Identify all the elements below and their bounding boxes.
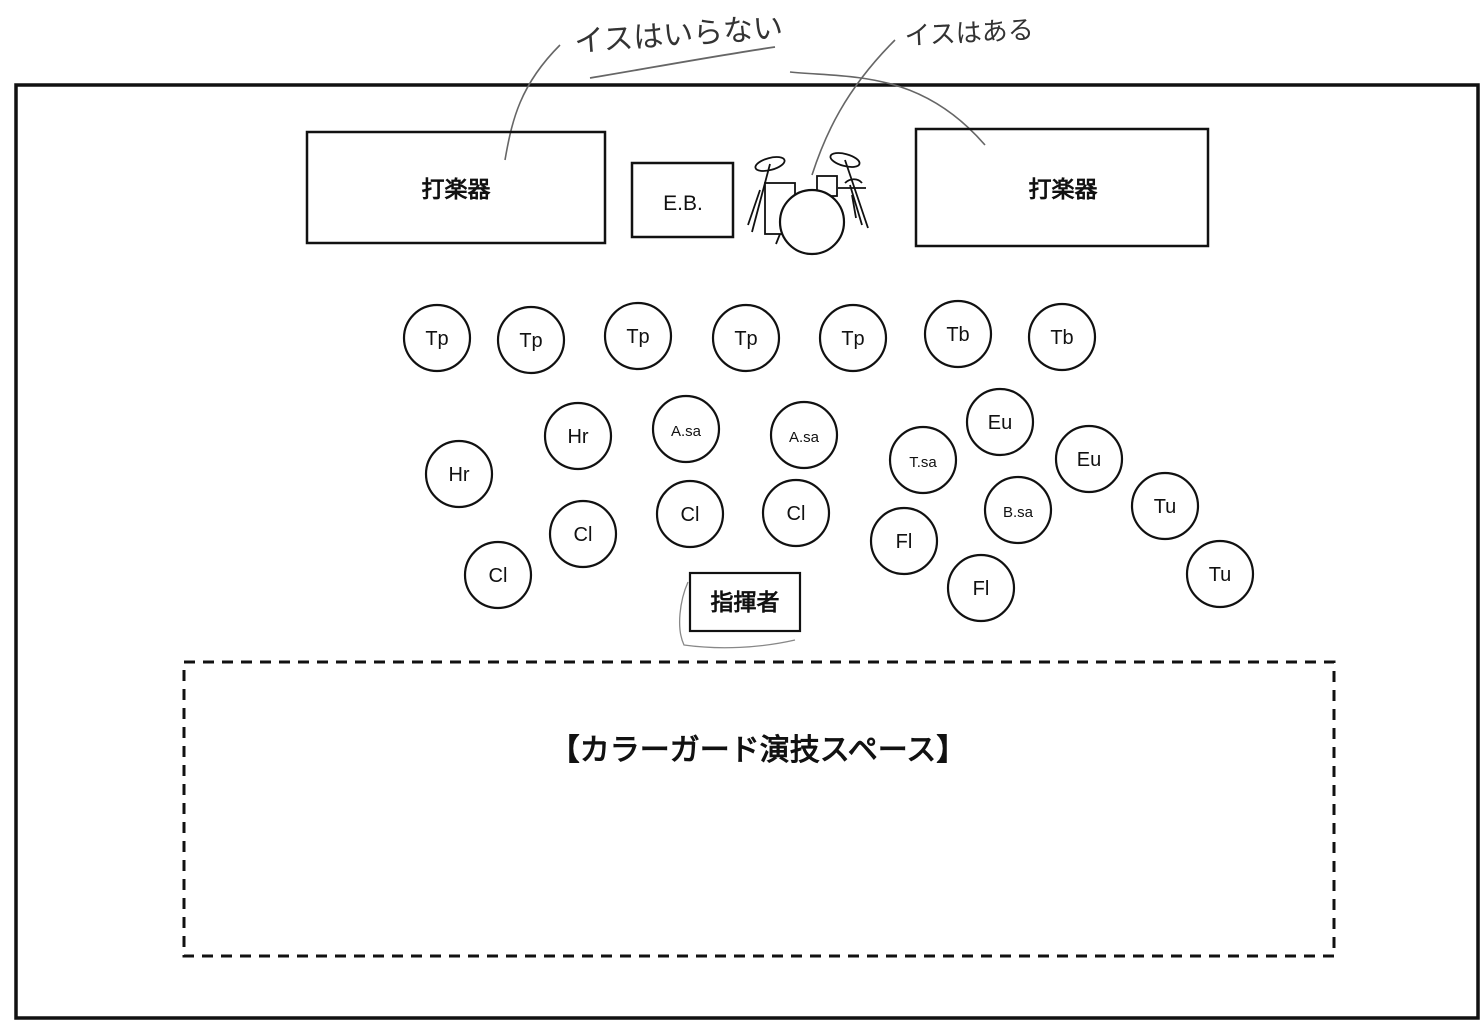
seat-tb: Tb <box>923 299 993 369</box>
note-no-chairs: イスはいらない <box>573 10 784 60</box>
seat-label: Tp <box>425 328 448 350</box>
seat-circle <box>402 303 472 373</box>
seat-circle <box>761 478 831 548</box>
seat-circle <box>888 425 958 495</box>
seat-label: Hr <box>448 464 469 486</box>
percussion-right-label: 打楽器 <box>1029 176 1099 203</box>
electric-bass-box <box>630 161 735 239</box>
conductor-box <box>688 571 802 633</box>
seat-fl: Fl <box>869 506 939 576</box>
seat-eu: Eu <box>965 387 1035 457</box>
seat-eu: Eu <box>1054 424 1124 494</box>
color-guard-space-label: 【カラーガード演技スペース】 <box>550 733 966 768</box>
hall-outline <box>14 83 1480 1020</box>
seat-label: Fl <box>973 578 990 600</box>
seat-label: Tp <box>519 330 542 352</box>
seat-tp: Tp <box>603 301 673 371</box>
drum-kit-icon <box>747 152 869 256</box>
seat-label: Cl <box>787 503 806 525</box>
seat-circle <box>923 299 993 369</box>
seat-tp: Tp <box>711 303 781 373</box>
seat-circle <box>651 394 721 464</box>
seat-label: Hr <box>567 426 588 448</box>
seat-fl: Fl <box>946 553 1016 623</box>
seat-label: Tu <box>1209 564 1232 586</box>
seat-label: Tp <box>841 328 864 350</box>
seat-label: Tp <box>734 328 757 350</box>
seat-hr: Hr <box>424 439 494 509</box>
seat-label: A.sa <box>671 423 702 440</box>
percussion-right-box <box>914 127 1210 248</box>
seat-circle <box>1185 539 1255 609</box>
seat-label: Tp <box>626 326 649 348</box>
seat-tp: Tp <box>496 305 566 375</box>
conductor-scribble <box>679 581 796 649</box>
seat-label: Eu <box>988 412 1012 434</box>
seat-bsa: B.sa <box>983 475 1053 545</box>
seat-circle <box>463 540 533 610</box>
seat-circle <box>543 401 613 471</box>
seat-label: A.sa <box>789 429 820 446</box>
seat-circle <box>1027 302 1097 372</box>
seat-label: Fl <box>896 531 913 553</box>
seat-tp: Tp <box>402 303 472 373</box>
seat-tsa: T.sa <box>888 425 958 495</box>
seat-tp: Tp <box>818 303 888 373</box>
seat-circle <box>1130 471 1200 541</box>
percussion-left-box <box>305 130 607 245</box>
seat-tb: Tb <box>1027 302 1097 372</box>
seat-cl: Cl <box>761 478 831 548</box>
seat-cl: Cl <box>463 540 533 610</box>
seat-cl: Cl <box>655 479 725 549</box>
seat-circle <box>946 553 1016 623</box>
seat-circle <box>603 301 673 371</box>
seat-circle <box>496 305 566 375</box>
seat-circle <box>548 499 618 569</box>
seat-hr: Hr <box>543 401 613 471</box>
handwritten-notes: イスはいらない イスはある <box>504 10 1035 176</box>
seat-label: T.sa <box>909 454 937 471</box>
seat-label: Cl <box>574 524 593 546</box>
color-guard-space <box>182 660 1336 958</box>
seat-circle <box>711 303 781 373</box>
seat-tu: Tu <box>1185 539 1255 609</box>
seat-circle <box>655 479 725 549</box>
seat-circle <box>965 387 1035 457</box>
seat-circle <box>869 506 939 576</box>
seat-label: B.sa <box>1003 504 1034 521</box>
seat-label: Cl <box>489 565 508 587</box>
seat-circle <box>1054 424 1124 494</box>
seat-label: Cl <box>681 504 700 526</box>
seat-circle <box>818 303 888 373</box>
seat-circle <box>424 439 494 509</box>
note-chair-available: イスはある <box>904 15 1035 52</box>
seat-circle <box>769 400 839 470</box>
percussion-left-label: 打楽器 <box>422 176 492 203</box>
seat-asa: A.sa <box>769 400 839 470</box>
seat-label: Eu <box>1077 449 1101 471</box>
seat-label: Tu <box>1154 496 1177 518</box>
electric-bass-label: E.B. <box>663 192 703 215</box>
seat-circle <box>983 475 1053 545</box>
seat-asa: A.sa <box>651 394 721 464</box>
seat-tu: Tu <box>1130 471 1200 541</box>
conductor-label: 指揮者 <box>711 590 780 616</box>
seat-cl: Cl <box>548 499 618 569</box>
seat-label: Tb <box>946 324 969 346</box>
seat-label: Tb <box>1050 327 1073 349</box>
